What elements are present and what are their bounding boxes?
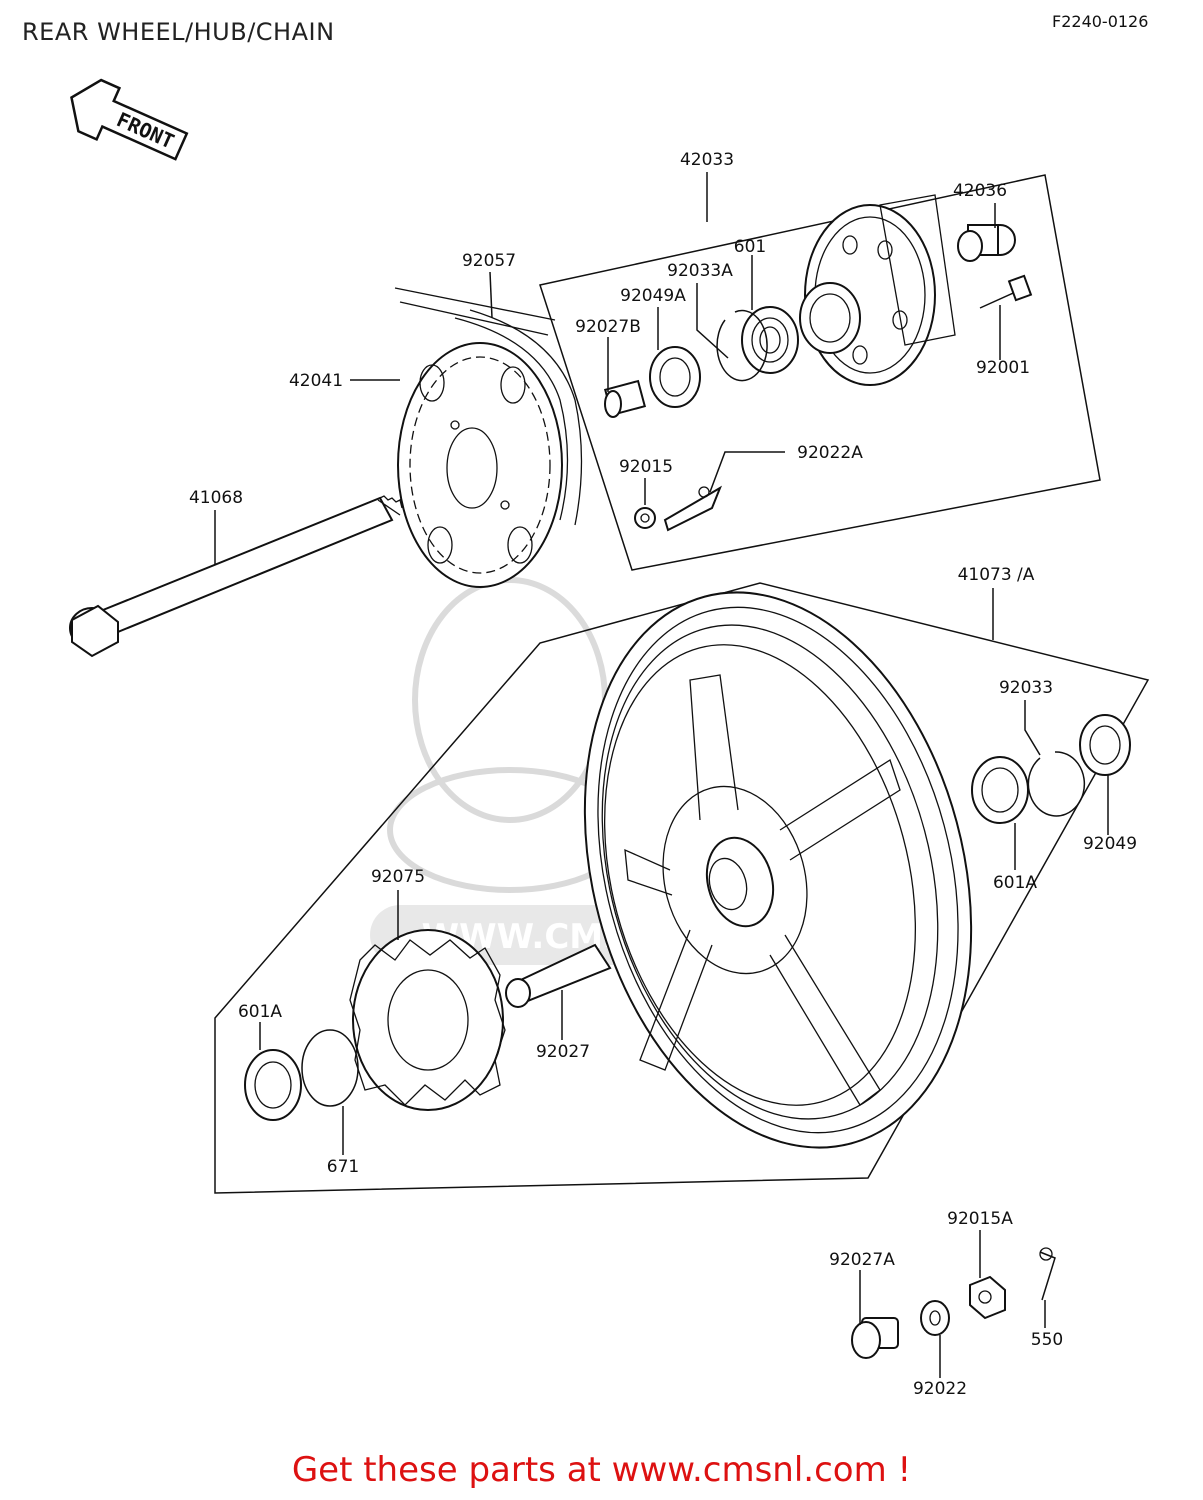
collar-92027 [505, 943, 612, 1008]
washer-92022 [920, 1300, 950, 1336]
bearing-601A-right [971, 756, 1029, 824]
part-label-550: 550 [1031, 1330, 1063, 1350]
part-label-42036: 42036 [953, 181, 1007, 201]
part-label-601: 601 [734, 237, 766, 257]
part-label-92049A: 92049A [620, 286, 686, 306]
leader-lines [214, 172, 1109, 1378]
diagram-title: REAR WHEEL/HUB/CHAIN [22, 18, 335, 46]
part-label-601A-right: 601A [993, 873, 1037, 893]
sprocket-42041 [397, 342, 563, 588]
part-label-41073A: 41073 /A [958, 565, 1035, 585]
part-label-42033: 42033 [680, 150, 734, 170]
wheel-41073 [583, 591, 973, 1149]
part-label-92033A: 92033A [667, 261, 733, 281]
stud-92001 [979, 274, 1033, 309]
nut-92015A [969, 1275, 1006, 1320]
oil-seal-92049 [1079, 714, 1131, 776]
plate-92022A [663, 485, 723, 532]
part-label-92015A: 92015A [947, 1209, 1013, 1229]
wheel-group-outline [214, 582, 1150, 1194]
part-label-92027: 92027 [536, 1042, 590, 1062]
circlip-92033 [1027, 751, 1086, 817]
collar-42036 [957, 224, 1016, 262]
part-label-92015: 92015 [619, 457, 673, 477]
cmsnl-parts-link[interactable]: Get these parts at www.cmsnl.com ! [291, 1450, 912, 1490]
part-label-92022A: 92022A [797, 443, 863, 463]
part-label-92075: 92075 [371, 867, 425, 887]
part-label-41068: 41068 [189, 488, 243, 508]
part-label-42041: 42041 [289, 371, 343, 391]
collar-92027A [851, 1317, 899, 1359]
drive-chain [394, 287, 583, 526]
coupling-damper-92075 [349, 929, 506, 1111]
oil-seal-92049A [649, 346, 701, 408]
part-label-92027B: 92027B [575, 317, 641, 337]
part-label-601A-left: 601A [238, 1002, 282, 1022]
part-labels: 42033 42036 601 92033A 92057 92049A 9202… [189, 150, 1137, 1399]
nut-92015 [634, 507, 656, 529]
front-direction-arrow: FRONT [70, 78, 189, 161]
part-label-92049: 92049 [1083, 834, 1137, 854]
collar-92027B [603, 379, 647, 418]
bearing-601A-left [244, 1049, 302, 1121]
figure-code: F2240-0126 [1052, 12, 1149, 31]
hub-coupling-42033 [799, 194, 956, 386]
axle-41068 [69, 495, 403, 658]
o-ring-671 [301, 1029, 359, 1107]
part-label-92027A: 92027A [829, 1250, 895, 1270]
part-label-671: 671 [327, 1157, 359, 1177]
part-label-92057: 92057 [462, 251, 516, 271]
exploded-diagram: WWW.CMSNL.COM FRONT [69, 78, 1150, 1399]
part-label-92033: 92033 [999, 678, 1053, 698]
bearing-601 [741, 306, 799, 374]
cotter-pin-550 [1039, 1247, 1056, 1301]
part-label-92022: 92022 [913, 1379, 967, 1399]
part-label-92001: 92001 [976, 358, 1030, 378]
